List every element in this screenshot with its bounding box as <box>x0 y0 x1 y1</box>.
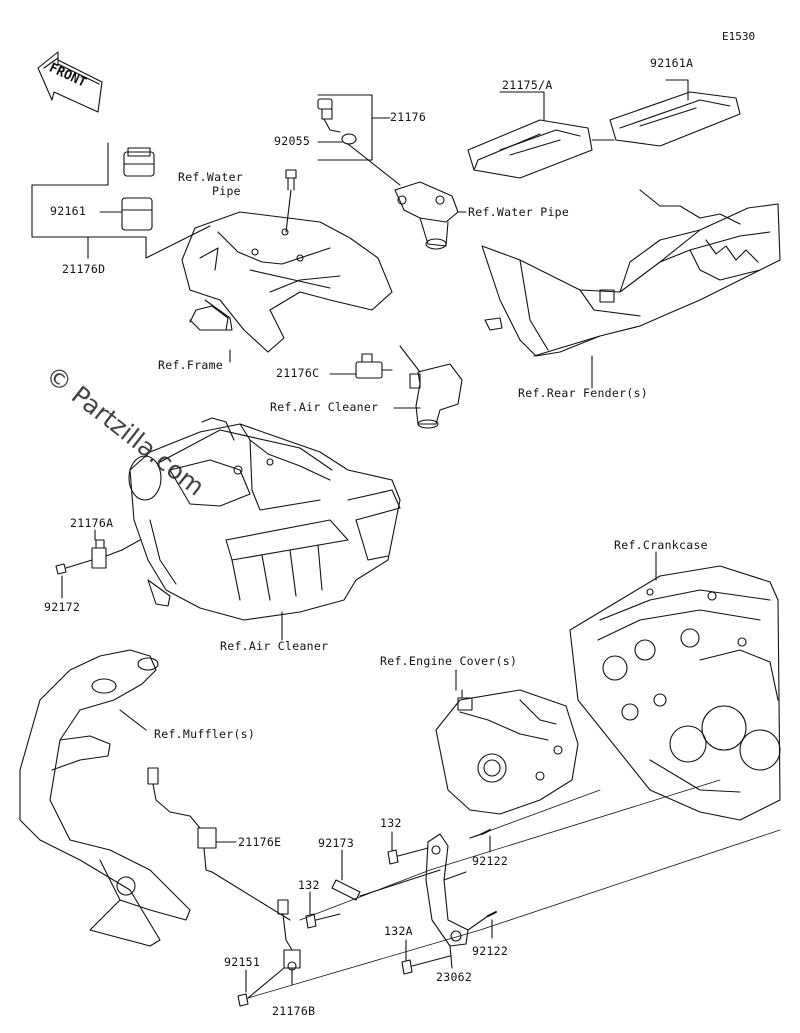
sensor-21176A <box>91 539 123 569</box>
label-21176A[interactable]: 21176A <box>70 516 114 530</box>
o2-sensor-21176E <box>147 767 217 873</box>
crankcase <box>569 565 781 821</box>
connector-92161 <box>121 147 155 231</box>
label-132A[interactable]: 132A <box>384 924 413 938</box>
air-cleaner-box <box>128 417 401 621</box>
label-132-a[interactable]: 132 <box>380 816 402 830</box>
label-ref-water-pipe-1[interactable]: Ref.Water <box>178 170 244 184</box>
muffler <box>19 649 191 947</box>
clip-92173 <box>331 879 361 901</box>
bolt-132b <box>305 913 341 929</box>
label-21176E[interactable]: 21176E <box>238 835 282 849</box>
water-temp-sensor <box>317 98 401 186</box>
engine-cover <box>435 689 579 815</box>
label-92173[interactable]: 92173 <box>318 836 355 850</box>
label-92055[interactable]: 92055 <box>274 134 311 148</box>
label-ref-frame[interactable]: Ref.Frame <box>158 358 224 372</box>
label-92172[interactable]: 92172 <box>44 600 81 614</box>
label-23062[interactable]: 23062 <box>436 970 473 984</box>
bolt-132A <box>401 955 451 975</box>
frame-ref <box>189 305 229 331</box>
label-92161[interactable]: 92161 <box>50 204 87 218</box>
front-arrow-icon <box>37 51 103 113</box>
label-132-b[interactable]: 132 <box>298 878 320 892</box>
label-21176[interactable]: 21176 <box>390 110 427 124</box>
air-cleaner-hose <box>399 345 463 429</box>
frame-bracket <box>181 211 393 353</box>
label-21175A[interactable]: 21175/A <box>502 78 553 92</box>
label-92151[interactable]: 92151 <box>224 955 261 969</box>
water-pipe-part <box>394 181 467 250</box>
ecu-92161A <box>609 79 741 147</box>
pin-92122b <box>487 911 497 917</box>
label-21176D[interactable]: 21176D <box>62 262 106 276</box>
bracket-21176D <box>31 142 211 259</box>
label-ref-air-cleaner-2[interactable]: Ref.Air Cleaner <box>220 639 329 653</box>
leader-21175A <box>499 91 545 121</box>
shift-bracket-23062 <box>425 833 469 947</box>
label-ref-rear-fender[interactable]: Ref.Rear Fender(s) <box>518 386 649 400</box>
diagram-code: E1530 <box>722 30 756 43</box>
sensor-21176B <box>277 899 301 971</box>
bolt-small <box>285 169 297 191</box>
label-ref-engine-cover[interactable]: Ref.Engine Cover(s) <box>380 654 518 668</box>
label-92161A[interactable]: 92161A <box>650 56 694 70</box>
label-ref-water-pipe-2[interactable]: Ref.Water Pipe <box>468 205 570 219</box>
bolt-92172 <box>55 559 93 575</box>
label-92122-a[interactable]: 92122 <box>472 854 509 868</box>
bolt-132a <box>387 847 429 865</box>
label-92122-b[interactable]: 92122 <box>472 944 509 958</box>
label-21176C[interactable]: 21176C <box>276 366 320 380</box>
label-ref-muffler[interactable]: Ref.Muffler(s) <box>154 727 256 741</box>
sensor-21176C <box>355 353 393 379</box>
label-ref-crankcase[interactable]: Ref.Crankcase <box>614 538 708 552</box>
bracket-21176 <box>317 94 391 161</box>
bolt-92151 <box>237 967 285 1007</box>
label-ref-water-pipe-1b[interactable]: Pipe <box>212 184 241 198</box>
label-21176B[interactable]: 21176B <box>272 1004 316 1018</box>
label-ref-air-cleaner-1[interactable]: Ref.Air Cleaner <box>270 400 379 414</box>
rear-fender <box>481 189 781 357</box>
ecu-21175A <box>467 119 593 179</box>
